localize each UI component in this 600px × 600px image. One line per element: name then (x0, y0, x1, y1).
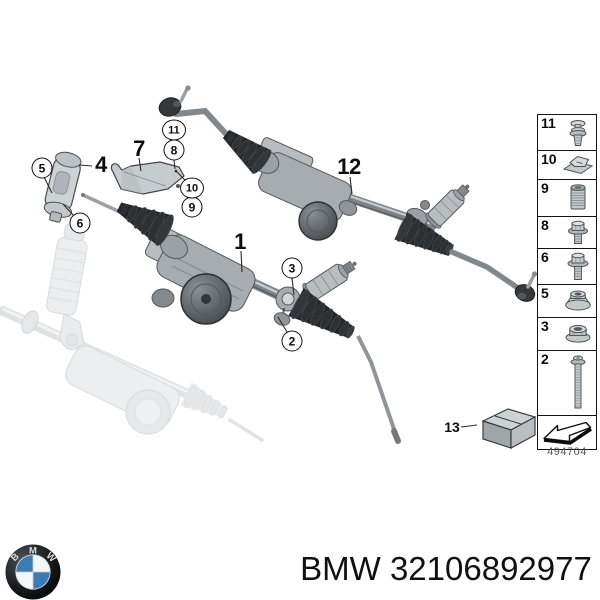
fastener-legend: 11 10 9 (537, 114, 597, 450)
expanding-rivet-icon (569, 119, 587, 146)
legend-item-5: 5 (538, 285, 596, 318)
legend-item-label: 8 (541, 217, 549, 233)
legend-item-label: 5 (541, 285, 549, 301)
direction-arrow-icon (543, 421, 592, 445)
callout-2: 2 (281, 330, 303, 352)
steering-gear-assembly-12 (158, 85, 538, 302)
legend-item-label: 10 (541, 151, 557, 167)
gear-cover-part (43, 151, 82, 223)
legend-item-label: 9 (541, 180, 549, 196)
flange-screw-icon (567, 252, 589, 280)
ghost-steering-assembly (0, 207, 264, 442)
logo-letter-m: M (29, 545, 37, 556)
legend-footer-cell (538, 416, 596, 449)
legend-item-label: 2 (541, 351, 549, 367)
hex-flange-nut-icon (565, 324, 591, 343)
callout-1: 1 (234, 229, 246, 254)
callout-13: 13 (444, 419, 460, 435)
legend-item-label: 11 (541, 115, 556, 131)
callout-8: 8 (163, 139, 185, 161)
diagram-code: 494704 (547, 446, 587, 458)
leader-lines (43, 157, 478, 428)
legend-item-6: 6 (538, 249, 596, 285)
heat-shield-part (110, 161, 185, 195)
callout-5: 5 (31, 157, 53, 179)
legend-item-8: 8 (538, 217, 596, 249)
legend-item-label: 6 (541, 249, 549, 265)
steering-gear-assembly-1 (81, 193, 401, 444)
long-torx-bolt-icon (570, 355, 586, 409)
callout-7: 7 (133, 136, 145, 161)
callout-11: 11 (162, 119, 186, 141)
callout-12: 12 (337, 154, 361, 179)
legend-item-11: 11 (538, 115, 596, 151)
callout-3: 3 (281, 257, 303, 279)
flange-nut-icon (565, 290, 591, 311)
legend-item-3: 3 (538, 318, 596, 351)
callout-6: 6 (69, 212, 91, 234)
callout-10: 10 (180, 177, 204, 199)
legend-item-10: 10 (538, 151, 596, 180)
flange-screw-short-icon (568, 220, 588, 244)
grease-pack-box (481, 408, 537, 450)
callout-9: 9 (181, 196, 203, 218)
legend-item-label: 3 (541, 318, 549, 334)
threaded-insert-icon (570, 184, 586, 210)
part-number-text: BMW 32106892977 (300, 550, 592, 587)
callout-4: 4 (95, 152, 107, 177)
legend-item-2: 2 (538, 351, 596, 416)
bmw-logo: B M W (5, 544, 61, 600)
legend-item-9: 9 (538, 180, 596, 217)
speed-nut-clip-icon (562, 155, 594, 175)
